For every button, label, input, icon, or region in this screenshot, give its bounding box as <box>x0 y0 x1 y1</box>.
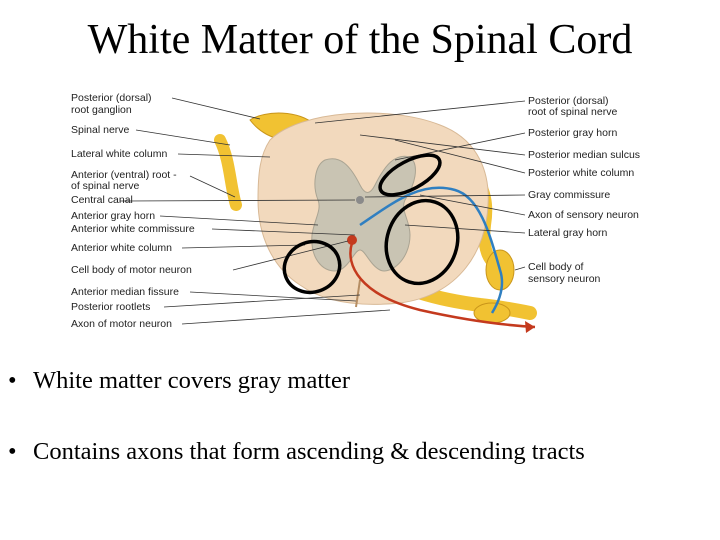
label-posterior-dorsal-root-1: Posterior (dorsal) <box>528 95 609 107</box>
label-spinal-nerve: Spinal nerve <box>71 124 130 136</box>
label-central-canal: Central canal <box>71 194 133 206</box>
motor-neuron-axon <box>349 242 536 329</box>
spinal-cord-diagram: Posterior (dorsal) root ganglion Spinal … <box>60 85 660 340</box>
label-lateral-white-column: Lateral white column <box>71 148 168 160</box>
gray-matter <box>311 155 416 272</box>
label-posterior-dorsal-root-2: root of spinal nerve <box>528 106 618 118</box>
slide-title: White Matter of the Spinal Cord <box>87 17 633 63</box>
anterior-fissure <box>355 279 361 308</box>
highlight-posterior-white-column <box>378 153 442 197</box>
bullet-symbol: • <box>8 438 17 465</box>
label-anterior-gray-horn: Anterior gray horn <box>71 210 156 222</box>
sensory-neuron-axon <box>359 186 504 314</box>
label-cell-body-motor-neuron: Cell body of motor neuron <box>71 264 192 276</box>
highlight-anterior-white-column <box>282 239 342 295</box>
label-posterior-dorsal-root-ganglion-2: root ganglion <box>71 104 132 116</box>
label-posterior-dorsal-root-ganglion-1: Posterior (dorsal) <box>71 92 152 104</box>
highlight-lateral-white-column <box>384 198 460 286</box>
label-posterior-rootlets: Posterior rootlets <box>71 301 151 313</box>
label-anterior-white-column: Anterior white column <box>71 242 172 254</box>
label-axon-sensory-neuron: Axon of sensory neuron <box>528 209 639 221</box>
central-canal <box>356 196 364 204</box>
label-gray-commissure: Gray commissure <box>528 189 611 201</box>
label-anterior-white-commissure: Anterior white commissure <box>71 223 195 235</box>
bullet-text: Contains axons that form ascending & des… <box>33 438 585 465</box>
spinal-cord-illustration <box>119 97 537 333</box>
label-posterior-gray-horn: Posterior gray horn <box>528 127 618 139</box>
label-axon-motor-neuron: Axon of motor neuron <box>71 318 172 330</box>
label-anterior-median-fissure: Anterior median fissure <box>71 286 179 298</box>
left-leader-lines <box>119 97 391 325</box>
label-lateral-gray-horn: Lateral gray horn <box>528 227 608 239</box>
label-cell-body-sensory-neuron-1: Cell body of <box>528 261 584 273</box>
label-anterior-ventral-root-1: Anterior (ventral) root - <box>71 169 177 181</box>
label-cell-body-sensory-neuron-2: sensory neuron <box>528 273 601 285</box>
label-anterior-ventral-root-2: of spinal nerve <box>71 180 140 192</box>
label-posterior-white-column: Posterior white column <box>528 167 635 179</box>
motor-neuron-cell-body <box>347 235 357 245</box>
label-posterior-median-sulcus: Posterior median sulcus <box>528 149 641 161</box>
bullet-text: White matter covers gray matter <box>33 367 350 394</box>
left-nerve-trunk <box>214 134 242 211</box>
bullet-symbol: • <box>8 367 17 394</box>
motor-axon-arrow <box>525 321 535 333</box>
